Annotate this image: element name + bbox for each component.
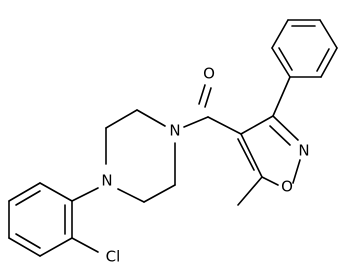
isoxazole-c5-c4-bond — [240, 133, 263, 178]
chlorophenyl-link-bond — [71, 187, 99, 202]
piperazine-bond-2 — [105, 109, 138, 129]
carbonyl-to-n-bond — [183, 116, 209, 128]
chlorophenyl-bond-1 — [39, 182, 73, 202]
chlorophenyl-bond-2 — [8, 182, 41, 202]
carbonyl-bond-1 — [198, 84, 206, 105]
chlorine-bond — [71, 237, 99, 253]
chlorophenyl-inner-bond-2 — [15, 233, 41, 249]
chlorophenyl-bond-5 — [39, 237, 73, 257]
carbonyl-bond-2 — [204, 87, 212, 108]
isoxazole-c3-n-bond — [272, 115, 299, 141]
phenyl-bond-5 — [271, 19, 289, 49]
methyl-bond — [237, 176, 263, 206]
phenyl-bond-3 — [319, 19, 338, 49]
isoxazole-c4-c3-bond — [240, 115, 274, 135]
atom-label-o-carbonyl: O — [203, 65, 215, 83]
phenyl-link-bond — [272, 76, 291, 117]
chlorophenyl-bond-4 — [8, 237, 41, 257]
atom-label-chlorine: Cl — [106, 248, 121, 266]
isoxazole-n-o-bond — [292, 159, 301, 184]
atom-label-o-isoxazole: O — [281, 178, 293, 196]
atom-label-n-piperazine-top: N — [169, 122, 180, 140]
phenyl-inner-bond-1 — [316, 48, 330, 72]
piperazine-bond-1 — [136, 109, 166, 127]
phenyl-bond-6 — [271, 47, 291, 78]
phenyl-bond-2 — [320, 47, 338, 78]
isoxazole-o-c5-bond — [261, 176, 279, 186]
piperazine-bond-4 — [117, 188, 145, 203]
carbonyl-to-isoxazole-bond — [207, 116, 242, 135]
piperazine-bond-5 — [143, 184, 176, 203]
chlorophenyl-inner-bond-1 — [15, 190, 41, 206]
atom-label-n-piperazine-bottom: N — [101, 172, 112, 190]
isoxazole-c3-n-inner-bond — [269, 125, 291, 146]
isoxazole-c5-c4-inner-bond — [237, 138, 255, 171]
phenyl-inner-bond-3 — [278, 47, 293, 71]
atom-label-n-isoxazole: N — [298, 142, 309, 160]
